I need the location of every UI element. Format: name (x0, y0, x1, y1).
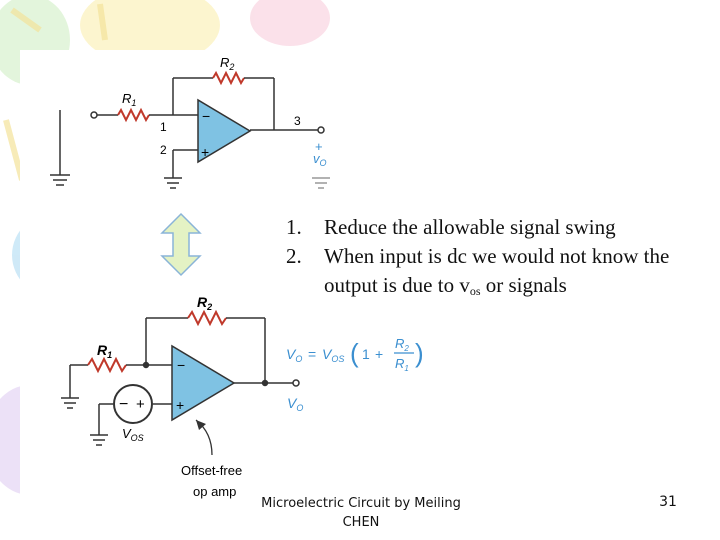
r2-resistor (187, 309, 227, 327)
vos-source-plus: + (136, 396, 145, 413)
bullet-subscript: os (469, 284, 481, 298)
eq-vo: VO (286, 346, 302, 364)
eq-open-paren: ( (350, 338, 359, 368)
offset-free-label: Offset-free (181, 463, 242, 478)
double-arrow (160, 212, 202, 277)
page-number: 31 (659, 494, 677, 510)
r2-resistor (212, 70, 245, 86)
eq-equals: = (308, 346, 316, 362)
bottom-opamp (171, 344, 236, 422)
bottom-plus: + (176, 397, 184, 413)
bottom-r1-label: R1 (97, 342, 112, 360)
bullet-item-2: 2. When input is dc we would not know th… (286, 242, 716, 306)
left-ground-symbol (50, 110, 70, 186)
blob-pink (250, 0, 330, 46)
bottom-r2-label: R2 (197, 294, 212, 312)
top-minus: − (202, 108, 210, 124)
r1-resistor (87, 356, 127, 374)
eq-denominator: R1 (395, 356, 409, 373)
top-node-3: 3 (294, 114, 301, 128)
top-r1-label: R1 (122, 91, 136, 108)
bullet-text: Reduce the allowable signal swing (324, 215, 616, 239)
content-panel (20, 50, 710, 530)
bullet-number: 2. (286, 244, 302, 268)
top-circuit: − + R1 R2 1 2 3 + vO (90, 55, 330, 189)
r1-resistor (117, 107, 150, 123)
top-plus: + (201, 144, 209, 160)
blob-yellow (80, 0, 220, 65)
gain-equation: VO = VOS ( 1 + R2 R1 ) VO (286, 336, 424, 413)
bullet-number: 1. (286, 215, 302, 239)
vos-label: VOS (122, 426, 144, 443)
output-vo-label: VO (287, 395, 303, 413)
bottom-minus: − (177, 357, 185, 373)
top-out-plus: + (315, 139, 323, 154)
bullet-item-1: 1. Reduce the allowable signal swing (286, 213, 716, 242)
bullet-text-tail: or signals (480, 273, 567, 297)
top-out-label: vO (313, 151, 327, 168)
bottom-circuit: − + − + R1 R2 VOS Offset-free op amp (61, 294, 300, 499)
eq-close-paren: ) (415, 338, 424, 368)
top-r2-label: R2 (220, 55, 234, 72)
bullet-text: When input is dc we would not know the o… (324, 244, 670, 297)
eq-numerator: R2 (395, 336, 409, 353)
top-node-1: 1 (160, 120, 167, 134)
slide-footer: Microelectric Circuit by Meiling CHEN (261, 496, 461, 530)
top-node-2: 2 (160, 143, 167, 157)
eq-one: 1 (362, 346, 370, 362)
vos-source (113, 384, 153, 424)
top-opamp (197, 98, 252, 164)
eq-vos: VOS (322, 346, 344, 364)
eq-plus: + (375, 346, 383, 362)
op-amp-label: op amp (193, 484, 236, 499)
bullet-list: 1. Reduce the allowable signal swing 2. … (286, 213, 716, 306)
vos-source-minus: − (119, 396, 128, 413)
